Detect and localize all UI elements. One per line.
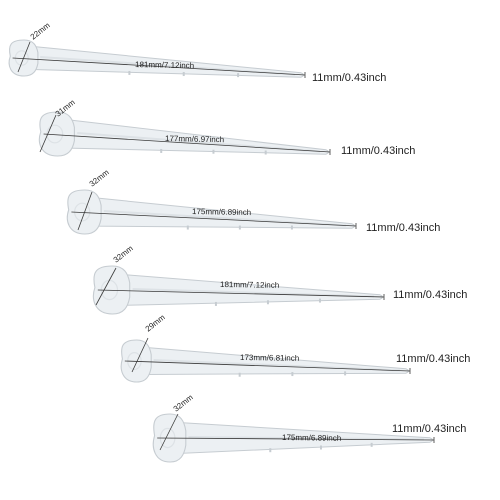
mold-nub — [264, 150, 267, 155]
mold-ridge — [132, 288, 375, 298]
length-measure-line — [97, 289, 385, 298]
mold-ridge — [153, 359, 401, 372]
tip-width-label: 11mm/0.43inch — [396, 353, 470, 365]
mold-nub — [128, 70, 131, 75]
mold-ridge — [77, 132, 321, 153]
mold-2 — [38, 111, 331, 157]
head-diameter-label: 32mm — [88, 168, 111, 189]
head-measure-line — [95, 267, 117, 306]
mold-nub — [214, 301, 217, 306]
head-diameter-label: 32mm — [172, 393, 195, 414]
length-measure-line — [12, 57, 306, 76]
head-measure-line — [131, 337, 149, 373]
mold-nub — [266, 300, 269, 305]
head-diameter-label: 32mm — [112, 244, 135, 265]
head-measure-line — [77, 191, 93, 231]
mold-nub — [212, 149, 215, 154]
mold-5 — [120, 337, 411, 383]
tip-width-label: 11mm/0.43inch — [393, 289, 467, 301]
length-label: 181mm/7.12inch — [135, 60, 194, 70]
head-diameter-label: 29mm — [144, 313, 167, 334]
mold-nub — [370, 442, 373, 447]
mold-4 — [92, 265, 385, 315]
length-measure-line — [43, 133, 331, 153]
length-label: 175mm/6.89inch — [282, 433, 341, 443]
mold-nub — [237, 73, 240, 78]
mold-nub — [344, 371, 347, 376]
mold-nub — [291, 372, 294, 377]
length-measure-line — [71, 211, 357, 227]
tip-width-label: 11mm/0.43inch — [366, 222, 440, 234]
length-measure-line — [124, 360, 411, 372]
length-measure-line — [157, 437, 435, 441]
length-label: 177mm/6.97inch — [165, 134, 224, 144]
mold-ridge — [103, 210, 347, 227]
mold-nub — [238, 372, 241, 377]
head-measure-line — [17, 41, 31, 73]
head-measure-line — [159, 413, 179, 451]
tip-width-label: 11mm/0.43inch — [392, 423, 466, 435]
mold-ridge — [188, 436, 425, 441]
head-diameter-label: 22mm — [29, 21, 52, 42]
length-label: 175mm/6.89inch — [192, 207, 251, 217]
head-measure-line — [39, 114, 57, 153]
length-label: 173mm/6.81inch — [240, 353, 299, 363]
mold-6 — [152, 413, 435, 463]
mold-nub — [319, 445, 322, 450]
mold-head — [38, 111, 75, 157]
mold-nub — [186, 225, 189, 230]
mold-nub — [290, 225, 293, 230]
mold-nub — [160, 148, 163, 153]
tip-width-label: 11mm/0.43inch — [312, 72, 386, 84]
mold-nub — [318, 298, 321, 303]
mold-1 — [8, 39, 306, 78]
mold-nub — [269, 448, 272, 453]
mold-nub — [238, 225, 241, 230]
tip-width-label: 11mm/0.43inch — [341, 145, 415, 157]
length-label: 181mm/7.12inch — [220, 280, 279, 290]
mold-3 — [66, 189, 357, 235]
mold-nub — [182, 72, 185, 77]
